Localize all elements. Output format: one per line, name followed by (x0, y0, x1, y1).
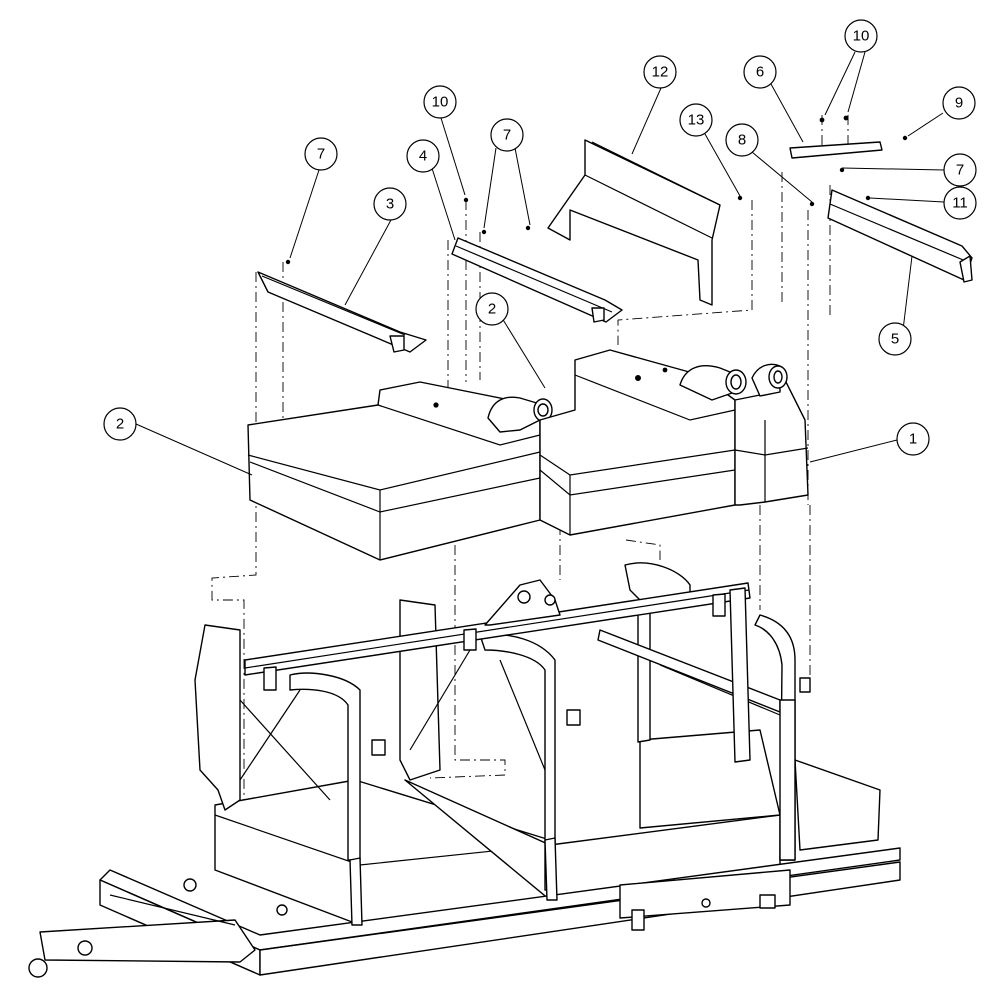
tank-right-part-1 (734, 363, 809, 506)
callout-10-right: 10 (844, 19, 878, 53)
bracket-part-3 (257, 259, 427, 353)
callout-5: 5 (878, 322, 912, 356)
callout-7-left: 7 (304, 137, 338, 171)
svg-text:2: 2 (488, 301, 496, 318)
callout-11: 11 (943, 186, 977, 220)
callout-7-right: 7 (943, 153, 977, 187)
svg-text:5: 5 (891, 331, 899, 348)
leader-lines (135, 51, 945, 476)
svg-text:13: 13 (688, 112, 705, 129)
callout-3: 3 (373, 187, 407, 221)
callout-12: 12 (643, 55, 677, 89)
svg-text:10: 10 (432, 94, 449, 111)
svg-text:8: 8 (738, 132, 746, 149)
callout-1: 1 (896, 422, 930, 456)
svg-text:6: 6 (756, 64, 764, 81)
svg-text:7: 7 (956, 162, 964, 179)
callout-6: 6 (743, 55, 777, 89)
bracket-part-5 (809, 167, 973, 283)
trailer-frame (28, 562, 901, 978)
shroud-part-12 (547, 139, 743, 306)
svg-text:1: 1 (909, 431, 917, 448)
svg-text:7: 7 (317, 146, 325, 163)
tank-left-part-2 (247, 381, 553, 561)
svg-text:4: 4 (419, 148, 427, 165)
svg-text:10: 10 (853, 28, 870, 45)
callout-8: 8 (725, 123, 759, 157)
tank-middle-part-2 (433, 349, 747, 536)
svg-text:3: 3 (386, 196, 394, 213)
callout-balloons: 1 2 2 3 4 5 6 7 7 7 8 9 (103, 19, 977, 456)
bracket-part-4 (451, 197, 623, 323)
callout-2-middle-tank: 2 (475, 292, 509, 326)
svg-text:12: 12 (652, 64, 669, 81)
callout-7-middle: 7 (490, 118, 524, 152)
plate-part-6 (789, 115, 908, 159)
svg-text:7: 7 (503, 127, 511, 144)
svg-text:2: 2 (116, 416, 124, 433)
callout-9: 9 (942, 86, 976, 120)
svg-text:9: 9 (955, 95, 963, 112)
callout-4: 4 (406, 139, 440, 173)
callout-13: 13 (679, 103, 713, 137)
callout-10-left: 10 (423, 85, 457, 119)
svg-text:11: 11 (952, 195, 968, 212)
callout-2-left-tank: 2 (103, 407, 137, 441)
